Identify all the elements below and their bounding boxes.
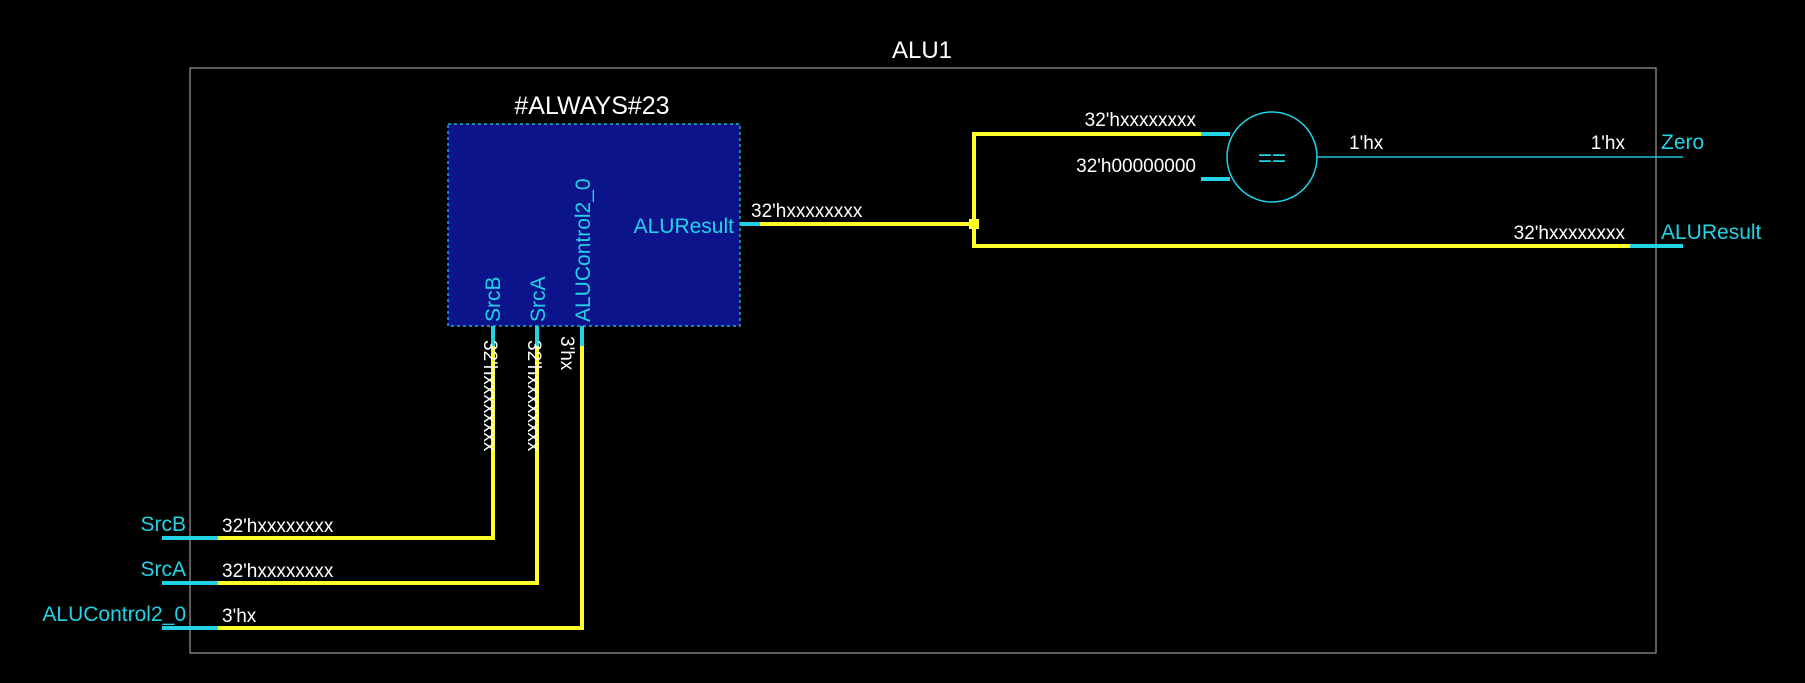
- wire-alucontrol[interactable]: [218, 346, 584, 630]
- comparator-in-a-value: 32'hxxxxxxxx: [1085, 110, 1197, 131]
- input-alucontrol-name: ALUControl2_0: [42, 603, 186, 626]
- wire-srca-vertical-value: 32'hxxxxxxxx: [523, 340, 544, 452]
- module-title: ALU1: [892, 37, 952, 64]
- always-block[interactable]: [447, 123, 741, 327]
- comparator-in-b-value: 32'h00000000: [1076, 156, 1196, 177]
- input-srca-name: SrcA: [140, 558, 186, 581]
- wire-srca[interactable]: [218, 346, 539, 585]
- always-pin-srca-label: SrcA: [527, 276, 550, 322]
- wire-alucontrol-value: 3'hx: [222, 606, 257, 627]
- wire-srca-value: 32'hxxxxxxxx: [222, 561, 334, 582]
- comparator-symbol: ==: [1258, 145, 1286, 172]
- wire-srcb-value: 32'hxxxxxxxx: [222, 516, 334, 537]
- output-aluresult-name: ALUResult: [1661, 221, 1762, 244]
- wire-zero-value-left: 1'hx: [1349, 133, 1384, 154]
- wire-to-aluresult-output[interactable]: [972, 224, 1630, 248]
- wire-srcb[interactable]: [218, 346, 495, 540]
- input-srcb-name: SrcB: [140, 513, 186, 536]
- wire-aluresult-output-value: 32'hxxxxxxxx: [1514, 223, 1626, 244]
- wire-to-comparator[interactable]: [972, 132, 1201, 224]
- wire-srcb-vertical-value: 32'hxxxxxxxx: [479, 340, 500, 452]
- always-pin-alucontrol-label: ALUControl2_0: [572, 178, 595, 322]
- wire-alucontrol-vertical-value: 3'hx: [556, 336, 577, 371]
- always-pin-aluresult-label: ALUResult: [634, 215, 735, 238]
- module-frame: [189, 67, 1657, 654]
- always-pin-srcb-label: SrcB: [482, 276, 505, 322]
- wire-zero-value-right: 1'hx: [1591, 133, 1626, 154]
- wire-aluresult-main-value: 32'hxxxxxxxx: [751, 201, 863, 222]
- always-block-title: #ALWAYS#23: [514, 92, 669, 120]
- output-zero-name: Zero: [1661, 131, 1704, 154]
